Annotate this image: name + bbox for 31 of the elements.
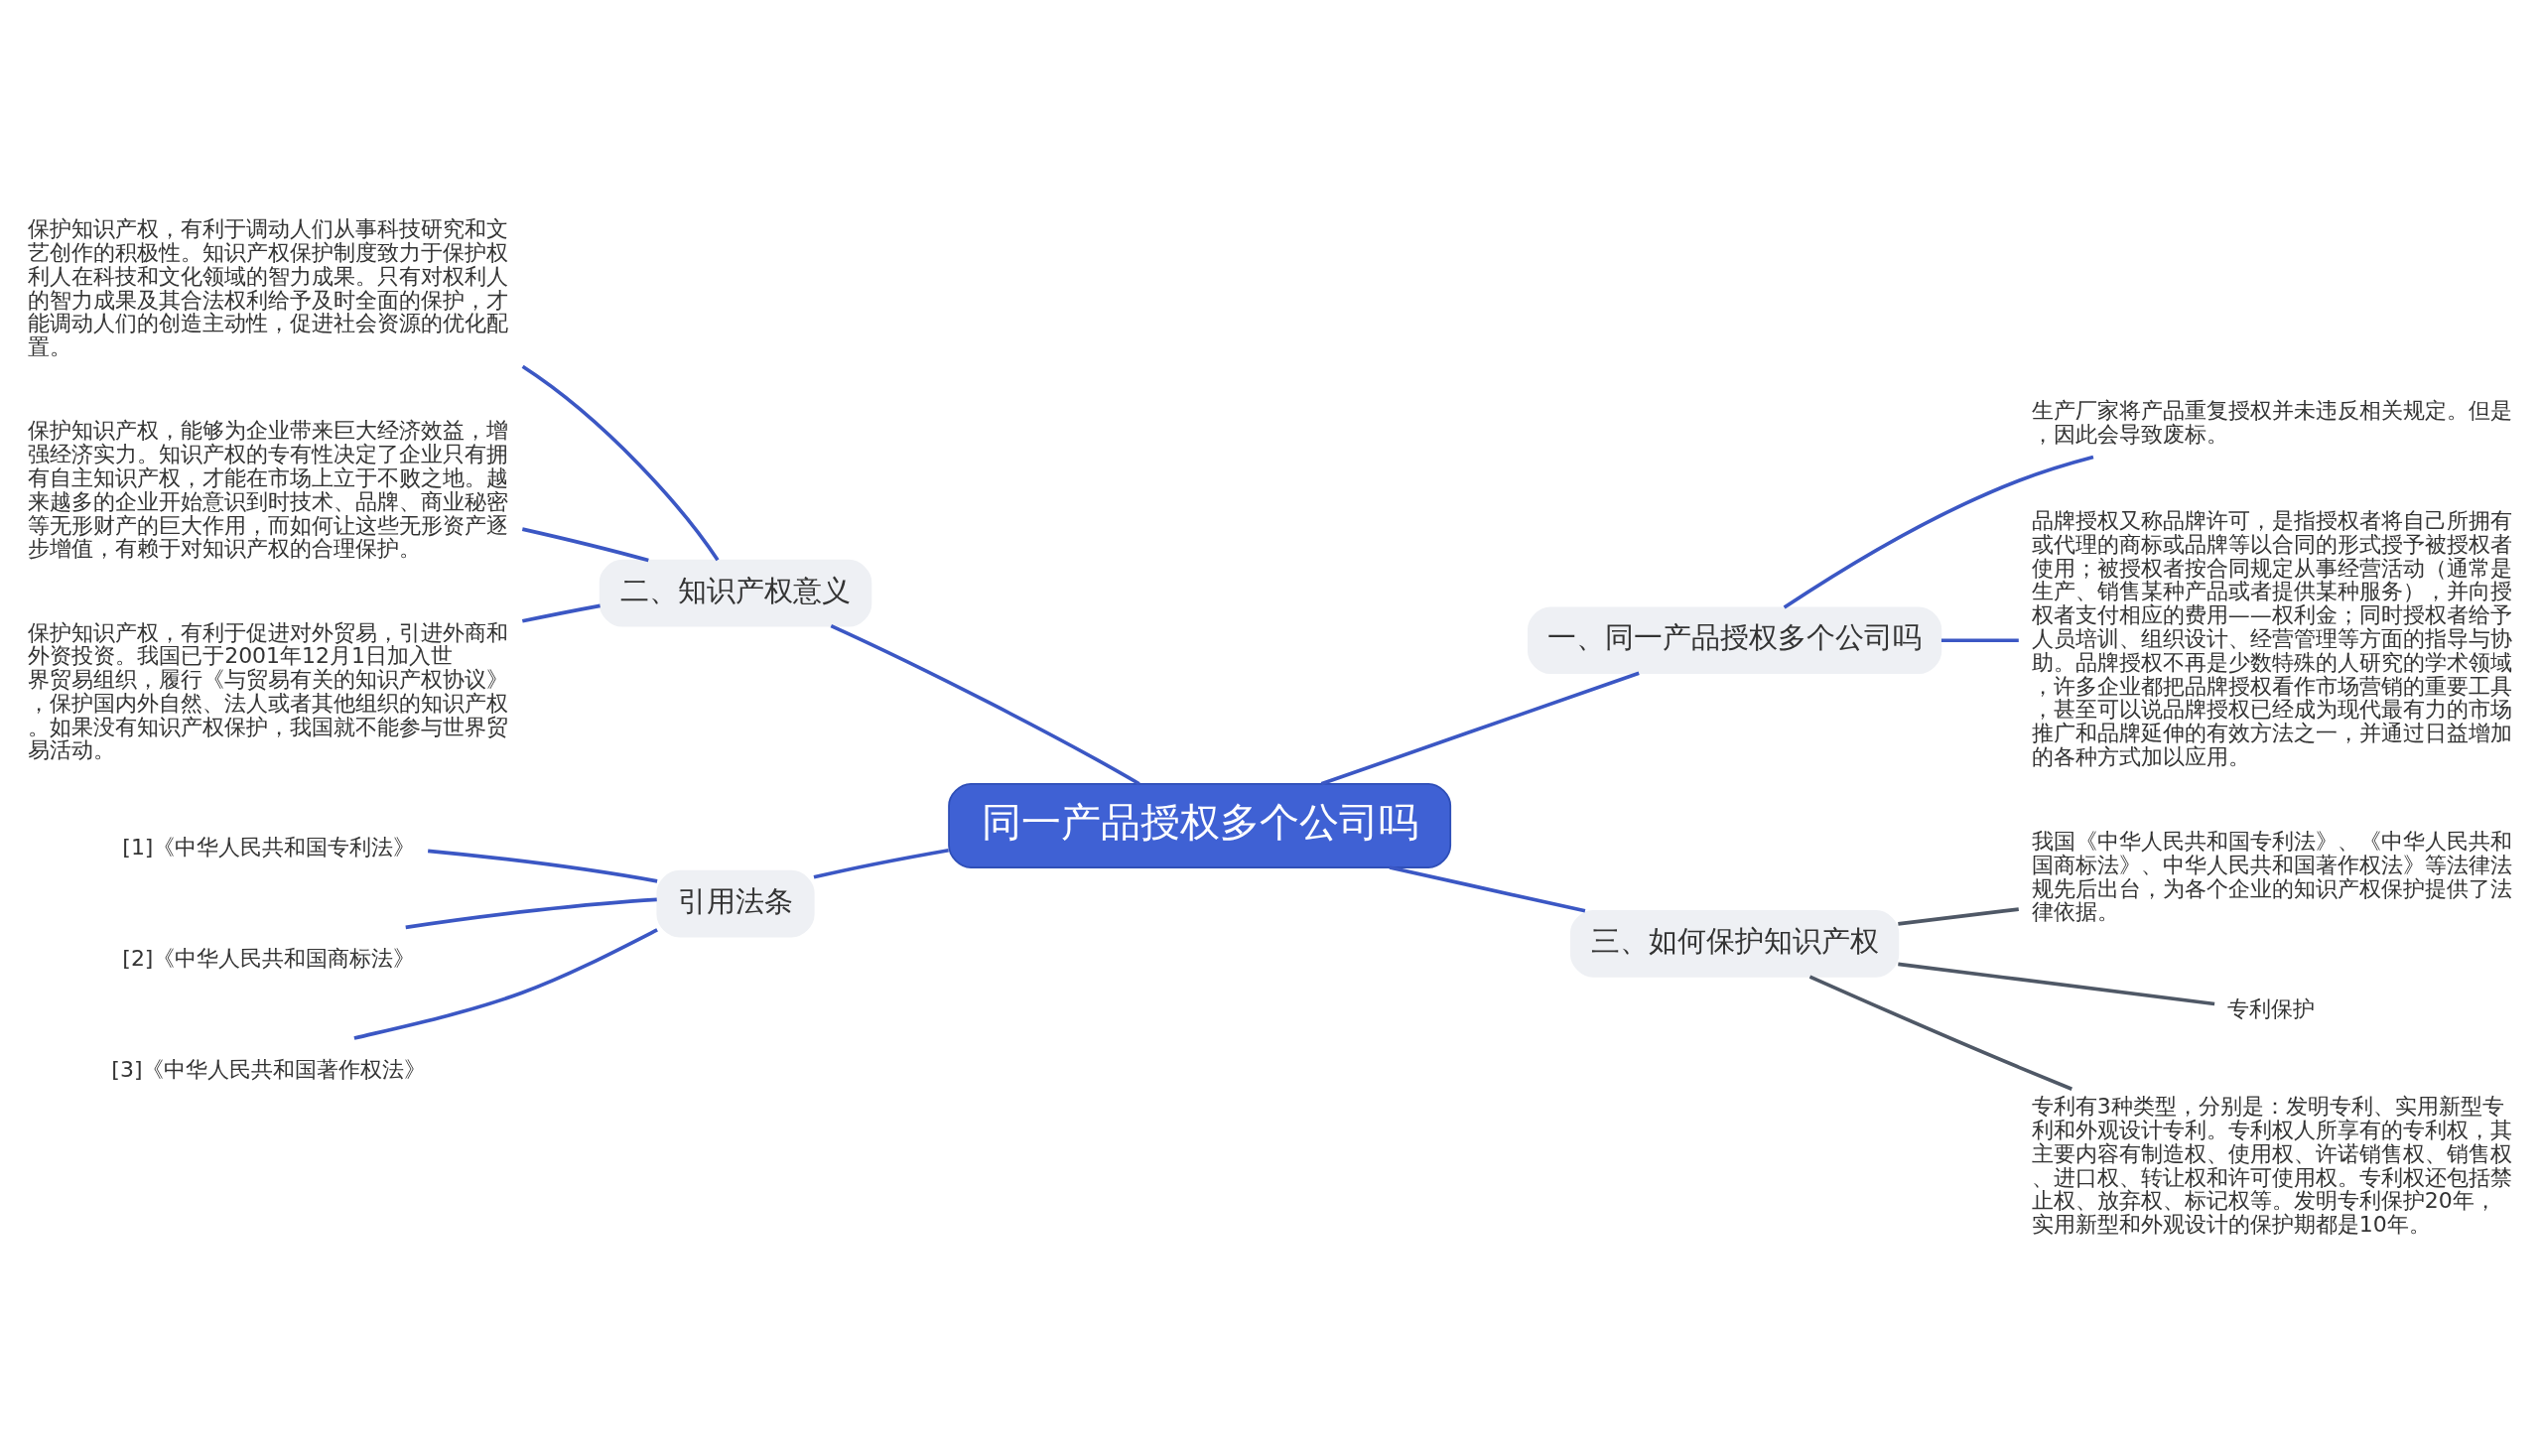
node-box: 一、同一产品授权多个公司吗 [1527, 605, 1942, 674]
connector [521, 364, 720, 561]
node-box: 引用法条 [656, 869, 815, 937]
connector [521, 526, 649, 562]
connector [1783, 455, 2094, 609]
connector [1940, 637, 2019, 642]
connector [1898, 962, 2215, 1005]
connector [830, 623, 1140, 785]
connector [521, 603, 601, 623]
node-text: [2]《中华人民共和国商标法》 [122, 945, 416, 971]
node-text: 保护知识产权，有利于促进对外贸易，引进外商和外资投资。我国已于2001年12月1日加入世界贸易组织，履行《与贸易有关的知识产权协议》，保护国内外自然、法人或者其他组织的知识产权。如果没有知识产权保护，我国就不能参与世界贸易活动。 [28, 619, 509, 762]
node-text: 保护知识产权，能够为企业带来巨大经济效益，增强经济实力。知识产权的专有性决定了企业只有拥有自主知识产权，才能在市场上立于不败之地。越来越多的企业开始意识到时技术、品牌、商业秘密等无形财产的巨大作用，而如何让这些无形资产逐步增值，有赖于对知识产权的合理保护。 [28, 417, 509, 561]
connector [813, 848, 949, 879]
node-box: 二、知识产权意义 [599, 559, 872, 626]
connector [1320, 671, 1640, 785]
connector [428, 849, 658, 883]
node-text: [3]《中华人民共和国著作权法》 [111, 1056, 427, 1082]
node-text: 专利有3种类型，分别是：发明专利、实用新型专利和外观设计专利。专利权人所享有的专利权，其主要内容有制造权、使用权、许诺销售权、销售权、进口权、转让权和许可使用权。专利权还包括禁止权、放弃权、标记权等。发明专利保护20年，实用新型和外观设计的保护期都是10年。 [2031, 1093, 2512, 1237]
node-text: [1]《中华人民共和国专利法》 [122, 834, 416, 860]
node-text: 品牌授权又称品牌许可，是指授权者将自己所拥有或代理的商标或品牌等以合同的形式授予被授权者使用；被授权者按合同规定从事经营活动（通常是生产、销售某种产品或者提供某种服务），并向授权者支付相应的费用——权利金；同时授权者给予人员培训、组织设计、经营管理等方面的指导与协助。品牌授权不再是少数特殊的人研究的学术领域，许多企业都把品牌授权看作市场营销的重要工具，甚至可以说品牌授权已经成为现代最有力的市场推广和品牌延伸的有效方法之一，并通过日益增加的各种方式加以应用。 [2031, 507, 2512, 769]
connector [405, 897, 657, 929]
node-box: 同一产品授权多个公司吗 [948, 782, 1452, 868]
node-box: 三、如何保护知识产权 [1569, 909, 1900, 978]
connector [1389, 864, 1586, 913]
connector [1808, 974, 2073, 1091]
node-text: 专利保护 [2227, 995, 2316, 1021]
node-text: 生产厂家将产品重复授权并未违反相关规定。但是，因此会导致废标。 [2031, 397, 2512, 447]
connector [1898, 906, 2019, 926]
node-text: 保护知识产权，有利于调动人们从事科技研究和文艺创作的积极性。知识产权保护制度致力于保护权利人在科技和文化领域的智力成果。只有对权利人的智力成果及其合法权利给予及时全面的保护，才能调动人们的创造主动性，促进社会资源的优化配置。 [28, 215, 509, 359]
connector [353, 927, 658, 1040]
node-text: 我国《中华人民共和国专利法》、《中华人民共和国商标法》、中华人民共和国著作权法》等法律法规先后出台，为各个企业的知识产权保护提供了法律依据。 [2031, 828, 2512, 924]
